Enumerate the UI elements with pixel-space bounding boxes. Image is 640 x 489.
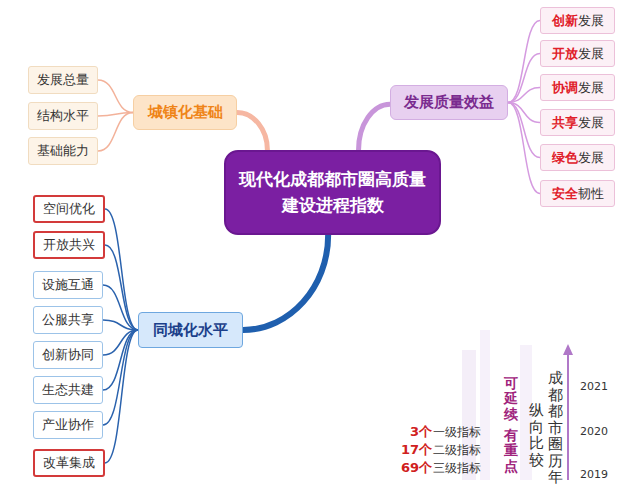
vertical-label: 有重点 (504, 428, 518, 474)
branch-connector (98, 80, 133, 113)
leaf-topic: 发展总量 (28, 66, 98, 94)
branch-connector (105, 330, 138, 463)
node-text: 绿色 (552, 149, 578, 167)
node-text: 城镇化基础 (148, 103, 223, 122)
year-label: 2020 (580, 425, 608, 438)
building-shade (462, 350, 476, 480)
indicator-label: 一级指标 (433, 424, 481, 441)
branch-connector (508, 88, 540, 103)
leaf-topic: 开放发展 (540, 40, 615, 67)
leaf-topic: 空间优化 (33, 195, 105, 223)
node-text: 公服共享 (42, 311, 94, 329)
node-text: 创新协同 (42, 346, 94, 364)
timeline-axis (567, 352, 569, 480)
node-text: 共享 (552, 114, 578, 132)
node-text: 同城化水平 (153, 321, 228, 340)
vertical-label: 成都都市圈历年 (548, 370, 563, 486)
leaf-topic: 公服共享 (33, 306, 103, 334)
leaf-topic: 产业协作 (33, 411, 103, 439)
leaf-topic: 设施互通 (33, 271, 103, 299)
node-text: 协调 (552, 79, 578, 97)
central-topic: 现代化成都都市圈高质量建设进程指数 (224, 150, 441, 235)
timeline-arrowhead (563, 344, 573, 355)
indicator-label: 17个 (401, 441, 432, 459)
indicator-label: 3个 (410, 423, 432, 441)
leaf-topic: 改革集成 (33, 449, 105, 477)
branch-connector (508, 54, 540, 103)
leaf-topic: 创新协同 (33, 341, 103, 369)
branch-connector (359, 104, 390, 150)
node-text: 现代化成都都市圈高质量建设进程指数 (238, 167, 427, 218)
leaf-topic: 结构水平 (28, 102, 98, 130)
node-text: 开放共兴 (43, 236, 95, 254)
node-text: 生态共建 (42, 381, 94, 399)
vertical-label: 可延续 (504, 376, 518, 422)
branch-connector (103, 285, 138, 330)
leaf-topic: 生态共建 (33, 376, 103, 404)
leaf-topic: 共享发展 (540, 109, 615, 136)
node-text-tail: 发展 (578, 45, 604, 63)
node-text: 发展质量效益 (404, 93, 494, 112)
node-text-tail: 韧性 (578, 185, 604, 203)
year-label: 2021 (580, 380, 608, 393)
node-text: 设施互通 (42, 276, 94, 294)
leaf-topic: 创新发展 (540, 7, 615, 34)
branch-topic: 发展质量效益 (390, 85, 508, 120)
node-text: 基础能力 (37, 142, 89, 160)
leaf-topic: 绿色发展 (540, 144, 615, 171)
node-text: 改革集成 (43, 454, 95, 472)
year-label: 2019 (580, 468, 608, 481)
node-text-tail: 发展 (578, 114, 604, 132)
branch-connector (508, 21, 540, 103)
branch-topic: 城镇化基础 (133, 95, 237, 130)
branch-connector (508, 103, 540, 194)
vertical-label: 纵向比较 (529, 402, 544, 468)
node-text-tail: 发展 (578, 79, 604, 97)
branch-connector (103, 320, 138, 330)
node-text: 空间优化 (43, 200, 95, 218)
branch-topic: 同城化水平 (138, 312, 243, 348)
branch-connector (237, 113, 267, 151)
node-text: 安全 (552, 185, 578, 203)
leaf-topic: 安全韧性 (540, 180, 615, 207)
branch-connector (243, 235, 328, 330)
leaf-topic: 基础能力 (28, 137, 98, 165)
leaf-topic: 协调发展 (540, 74, 615, 101)
building-shade (480, 330, 490, 480)
indicator-label: 二级指标 (433, 442, 481, 459)
node-text-tail: 发展 (578, 149, 604, 167)
node-text: 产业协作 (42, 416, 94, 434)
node-text: 发展总量 (37, 71, 89, 89)
branch-connector (98, 113, 133, 152)
indicator-label: 三级指标 (433, 460, 481, 477)
node-text: 创新 (552, 12, 578, 30)
node-text: 开放 (552, 45, 578, 63)
indicator-label: 69个 (401, 459, 432, 477)
node-text-tail: 发展 (578, 12, 604, 30)
node-text: 结构水平 (37, 107, 89, 125)
leaf-topic: 开放共兴 (33, 231, 105, 259)
